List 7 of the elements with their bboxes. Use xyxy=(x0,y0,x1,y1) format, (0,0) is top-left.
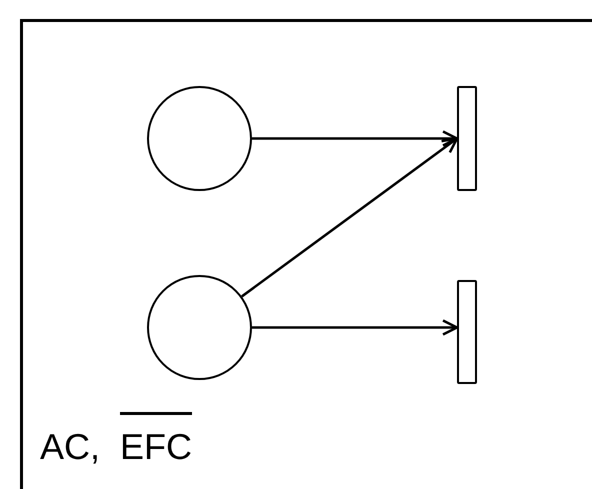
condition-label: EFC xyxy=(120,412,192,465)
condition-label: AC, xyxy=(40,425,100,465)
transition-bar xyxy=(457,280,477,384)
arrow xyxy=(252,130,458,147)
transition-bar xyxy=(457,86,477,191)
arrow xyxy=(252,319,458,336)
arrow xyxy=(241,137,458,298)
